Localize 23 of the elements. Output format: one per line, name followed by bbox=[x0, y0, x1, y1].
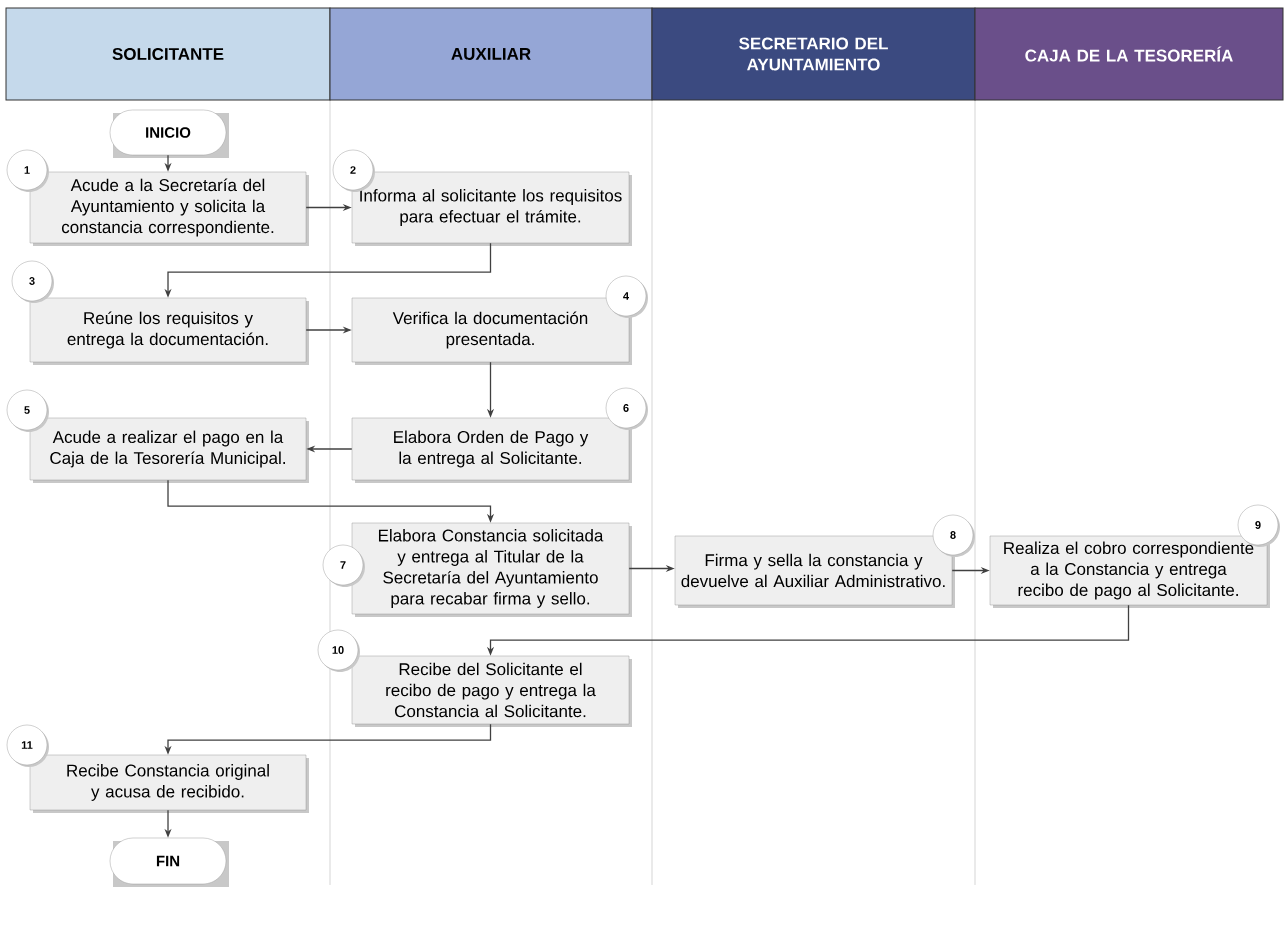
process-box: Recibe Constancia original y acusa de recibido. bbox=[29, 754, 309, 813]
lane-header: CAJA DE LA TESORERÍA bbox=[974, 7, 1284, 101]
step-number: 8 bbox=[932, 514, 975, 557]
lane-header: SECRETARIO DEL AYUNTAMIENTO bbox=[651, 7, 976, 101]
step-number: 1 bbox=[6, 149, 49, 192]
process-box: Acude a la Secretaría del Ayuntamiento y solicita la constancia correspondiente. bbox=[29, 171, 309, 246]
process-box: Realiza el cobro correspondiente a la Constancia y entrega recibo de pago al Solicitante. bbox=[989, 535, 1270, 608]
process-box: Elabora Constancia solicitada y entrega al Titular de la Secretaría del Ayuntamiento para recabar firma y sello. bbox=[351, 522, 632, 617]
step-number: 10 bbox=[317, 629, 360, 672]
process-box: Elabora Orden de Pago y la entrega al Solicitante. bbox=[351, 417, 632, 483]
lane-header: AUXILIAR bbox=[329, 7, 653, 101]
step-number: 4 bbox=[605, 275, 648, 318]
terminator: FIN bbox=[109, 837, 229, 887]
process-box: Reúne los requisitos y entrega la documentación. bbox=[29, 297, 309, 365]
process-box: Recibe del Solicitante el recibo de pago y entrega la Constancia al Solicitante. bbox=[351, 655, 632, 727]
terminator: INICIO bbox=[109, 109, 229, 158]
lane-header: SOLICITANTE bbox=[5, 7, 331, 101]
process-box: Acude a realizar el pago en la Caja de la Tesorería Municipal. bbox=[29, 417, 309, 483]
step-number: 5 bbox=[6, 389, 49, 432]
step-number: 7 bbox=[322, 544, 365, 587]
step-number: 6 bbox=[605, 387, 648, 430]
step-number: 11 bbox=[6, 724, 49, 767]
step-number: 3 bbox=[11, 260, 54, 303]
